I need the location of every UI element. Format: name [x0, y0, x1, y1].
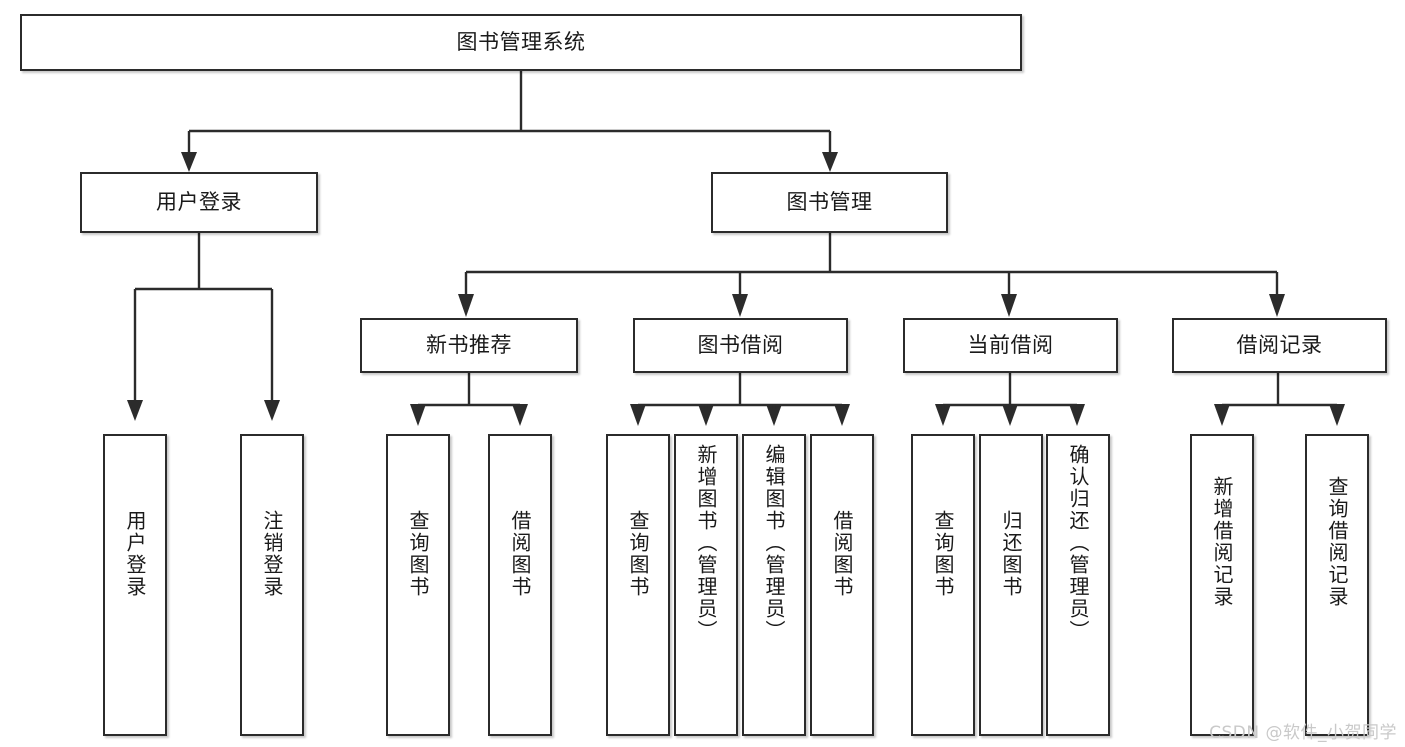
leaf-user-logout[interactable]: 注销登录 — [240, 434, 304, 736]
node-label: 新增图书（管理员） — [694, 444, 718, 642]
leaf-confirm-return[interactable]: 确认归还（管理员） — [1046, 434, 1110, 736]
leaf-edit-book[interactable]: 编辑图书（管理员） — [742, 434, 806, 736]
node-book-borrow[interactable]: 图书借阅 — [633, 318, 848, 373]
node-label: 借阅图书 — [508, 510, 532, 598]
node-label: 查询借阅记录 — [1325, 476, 1349, 608]
node-borrow-record[interactable]: 借阅记录 — [1172, 318, 1387, 373]
leaf-add-borrow-record[interactable]: 新增借阅记录 — [1190, 434, 1254, 736]
node-label: 查询图书 — [931, 510, 955, 598]
node-label: 借阅图书 — [830, 510, 854, 598]
node-label: 图书借阅 — [697, 333, 784, 358]
leaf-query-borrow-record[interactable]: 查询借阅记录 — [1305, 434, 1369, 736]
node-label: 新增借阅记录 — [1210, 476, 1234, 608]
node-book-manage[interactable]: 图书管理 — [711, 172, 948, 233]
leaf-query-book-current[interactable]: 查询图书 — [911, 434, 975, 736]
node-label: 图书管理系统 — [456, 30, 586, 55]
node-label: 编辑图书（管理员） — [762, 444, 786, 642]
node-new-book-recommend[interactable]: 新书推荐 — [360, 318, 578, 373]
node-label: 当前借阅 — [967, 333, 1054, 358]
leaf-user-login[interactable]: 用户登录 — [103, 434, 167, 736]
leaf-query-book-recommend[interactable]: 查询图书 — [386, 434, 450, 736]
node-label: 用户登录 — [123, 510, 147, 598]
node-label: 用户登录 — [156, 190, 242, 215]
node-label: 借阅记录 — [1236, 333, 1323, 358]
leaf-query-book-borrow[interactable]: 查询图书 — [606, 434, 670, 736]
node-label: 查询图书 — [626, 510, 650, 598]
leaf-borrow-book[interactable]: 借阅图书 — [810, 434, 874, 736]
node-label: 归还图书 — [999, 510, 1023, 598]
leaf-return-book[interactable]: 归还图书 — [979, 434, 1043, 736]
leaf-add-book[interactable]: 新增图书（管理员） — [674, 434, 738, 736]
node-label: 新书推荐 — [426, 333, 512, 358]
watermark-text: CSDN @软件_小贺同学 — [1209, 723, 1397, 743]
node-label: 注销登录 — [260, 510, 284, 598]
node-label: 确认归还（管理员） — [1066, 444, 1090, 642]
node-current-borrow[interactable]: 当前借阅 — [903, 318, 1118, 373]
node-root-system[interactable]: 图书管理系统 — [20, 14, 1022, 71]
node-label: 查询图书 — [406, 510, 430, 598]
leaf-borrow-book-recommend[interactable]: 借阅图书 — [488, 434, 552, 736]
node-label: 图书管理 — [786, 190, 873, 215]
node-user-login[interactable]: 用户登录 — [80, 172, 318, 233]
